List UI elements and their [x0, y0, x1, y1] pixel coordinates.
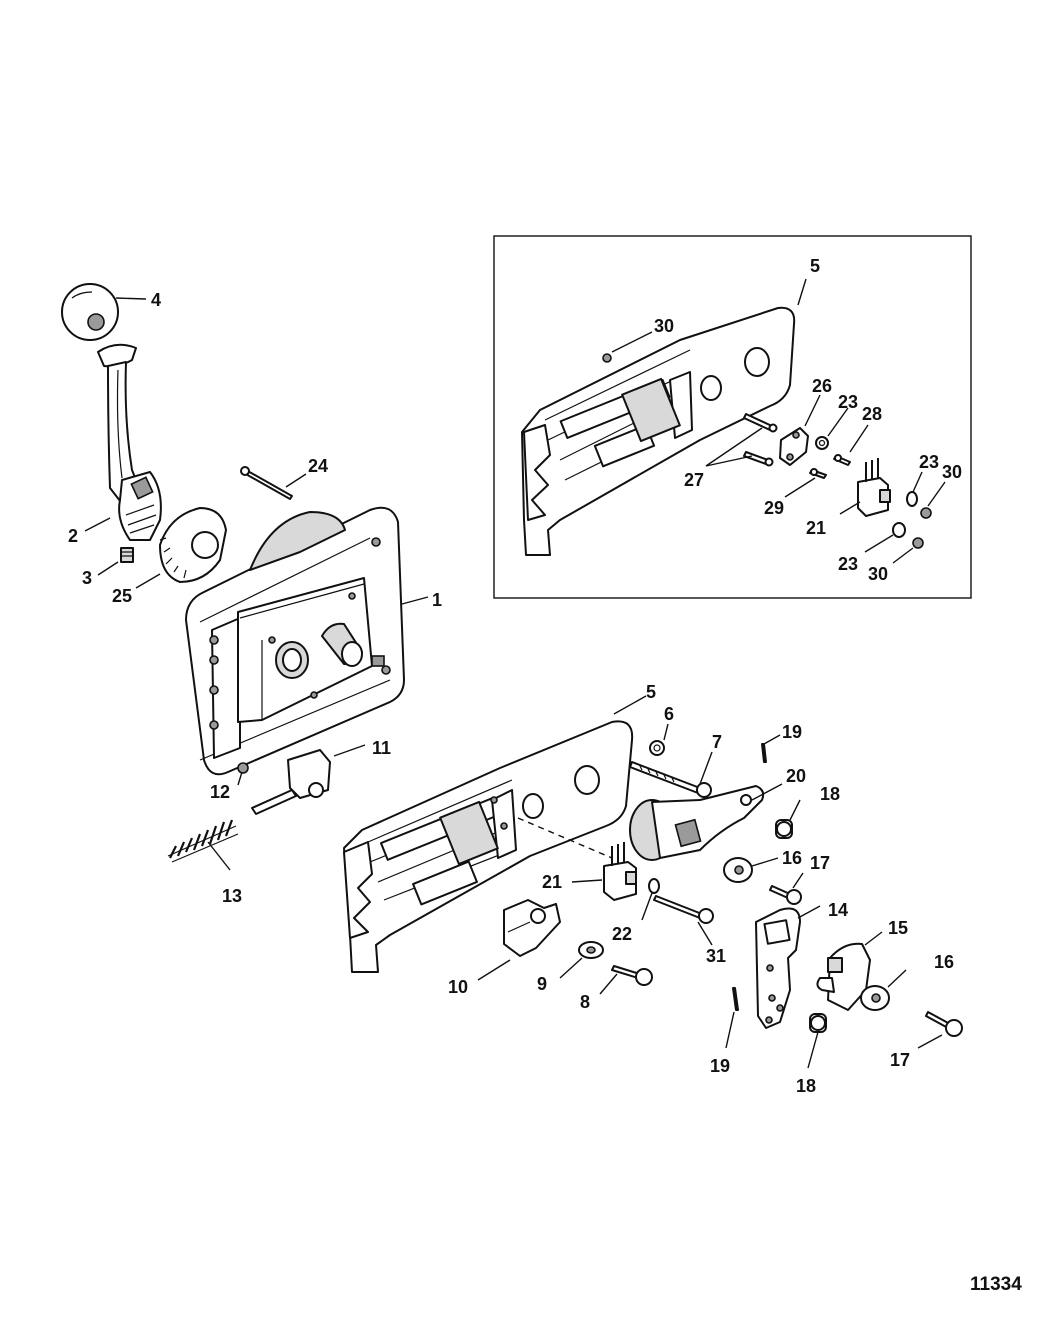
roller-18b [809, 1013, 827, 1033]
neutral-switch-11 [251, 749, 331, 815]
callout-9: 9 [537, 974, 547, 994]
callout-18-upper: 18 [820, 784, 840, 804]
screw-17a [769, 885, 802, 905]
inset-leader-lines [611, 278, 946, 564]
callout-23-inset-c: 23 [838, 554, 858, 574]
callout-24: 24 [308, 456, 328, 476]
callout-30-inset-b: 30 [942, 462, 962, 482]
callout-28: 28 [862, 404, 882, 424]
inset-nut-23c [892, 522, 906, 538]
screw-31 [653, 895, 714, 924]
inset-nut-23a [815, 436, 829, 450]
inset-switch-bracket [779, 427, 809, 466]
callout-18-lower: 18 [796, 1076, 816, 1096]
washer-16b [860, 985, 890, 1011]
inset-side-plate [521, 306, 796, 556]
callout-21-main: 21 [542, 872, 562, 892]
screw-17b [925, 1011, 963, 1037]
pin-24 [240, 466, 293, 500]
inset-nut-30b [920, 507, 932, 519]
callout-14: 14 [828, 900, 848, 920]
figure-number: 11334 [970, 1274, 1022, 1295]
main-leader-lines [84, 297, 943, 1069]
callout-17-upper: 17 [810, 853, 830, 873]
callout-15: 15 [888, 918, 908, 938]
callout-20: 20 [786, 766, 806, 786]
callout-26: 26 [812, 376, 832, 396]
lock-washer-22 [648, 878, 660, 894]
callout-16-lower: 16 [934, 952, 954, 972]
callout-21-inset: 21 [806, 518, 826, 538]
nut-12 [237, 762, 249, 774]
callout-5-inset: 5 [810, 256, 820, 276]
bracket-10 [503, 899, 561, 957]
callout-29: 29 [764, 498, 784, 518]
callout-10: 10 [448, 977, 468, 997]
cam-plate-15 [816, 942, 871, 1011]
callout-4: 4 [151, 290, 161, 310]
bolt-7 [629, 761, 712, 798]
callout-12: 12 [210, 782, 230, 802]
callout-27: 27 [684, 470, 704, 490]
detent-plate-25 [159, 507, 227, 583]
callout-22: 22 [612, 924, 632, 944]
cotter-pin-19a [761, 743, 767, 763]
callout-23-inset-b: 23 [919, 452, 939, 472]
set-screw-3 [120, 547, 134, 563]
cotter-pin-19b [732, 987, 739, 1011]
callout-13: 13 [222, 886, 242, 906]
shift-lever-14 [755, 907, 801, 1029]
screw-8 [611, 965, 653, 986]
washer-16a [723, 857, 753, 883]
callout-19-lower: 19 [710, 1056, 730, 1076]
inset-nut-30c [912, 537, 924, 549]
inset-nut-23b [906, 491, 918, 507]
callout-6: 6 [664, 704, 674, 724]
inset-screw-upper [743, 413, 778, 433]
callout-1: 1 [432, 590, 442, 610]
inset-frame [493, 235, 972, 599]
washer-9 [578, 941, 604, 959]
inset-screw-28 [833, 454, 851, 466]
handle-lever-2 [97, 343, 162, 541]
knob-4 [61, 283, 119, 341]
callout-3: 3 [82, 568, 92, 588]
callout-5-main: 5 [646, 682, 656, 702]
nut-6 [649, 740, 665, 756]
callout-31: 31 [706, 946, 726, 966]
callout-7: 7 [712, 732, 722, 752]
callout-11: 11 [372, 738, 391, 758]
callout-2: 2 [68, 526, 78, 546]
callout-23-inset-a: 23 [838, 392, 858, 412]
callout-19-upper: 19 [782, 722, 802, 742]
inset-switch-21 [857, 458, 891, 517]
callout-8: 8 [580, 992, 590, 1012]
switch-21 [603, 842, 637, 901]
inset-screw-lower [743, 451, 774, 467]
shift-cam-20 [629, 785, 765, 861]
side-plate-5 [343, 720, 634, 973]
callout-30-inset-top: 30 [654, 316, 674, 336]
control-housing-1 [185, 506, 405, 776]
callout-17-lower: 17 [890, 1050, 910, 1070]
callout-30-inset-c: 30 [868, 564, 888, 584]
roller-18a [775, 819, 793, 839]
spring-13 [167, 819, 239, 863]
callout-25: 25 [112, 586, 132, 606]
inset-screw-29 [809, 468, 827, 479]
callout-16-upper: 16 [782, 848, 802, 868]
